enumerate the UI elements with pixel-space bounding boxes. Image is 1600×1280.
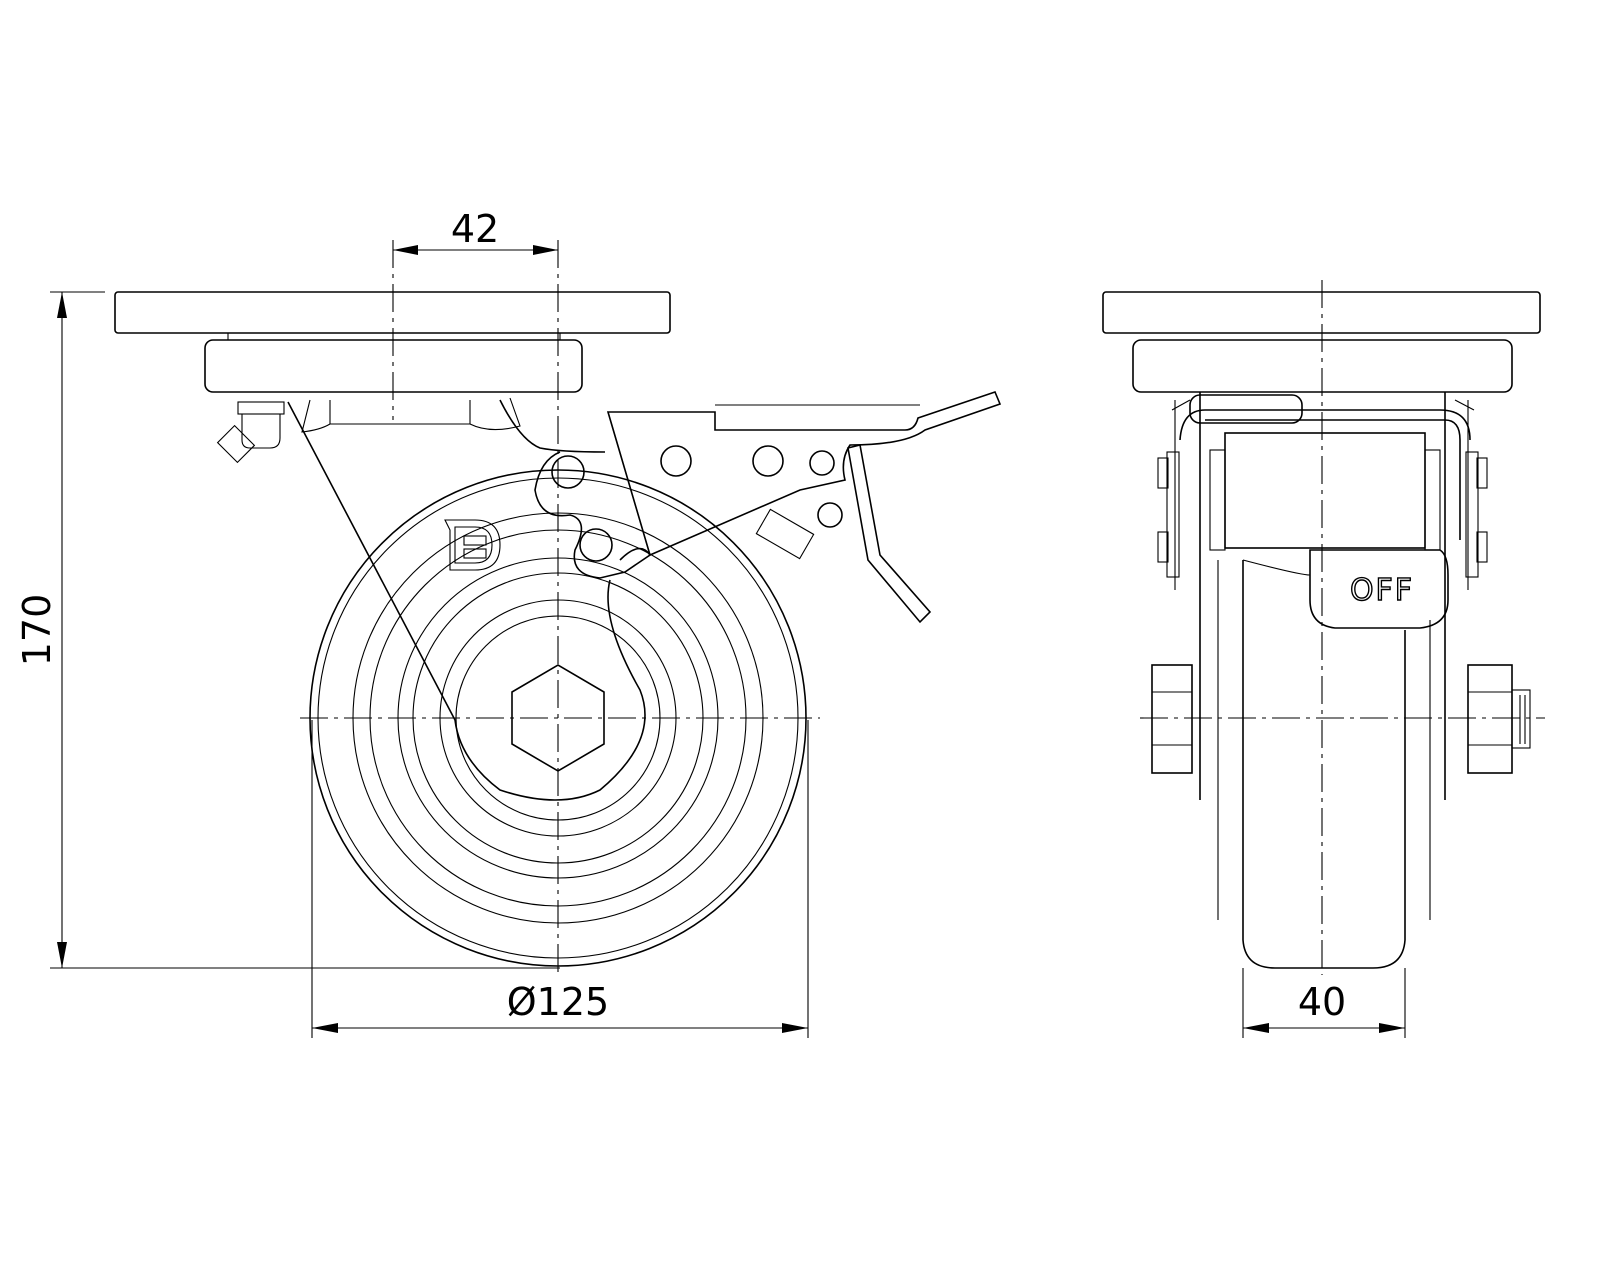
axle-nut bbox=[511, 664, 605, 772]
brake-pedal[interactable]: OFF bbox=[1309, 549, 1449, 629]
dimension-diameter: Ø125 bbox=[311, 720, 809, 1038]
dimension-label-width: 40 bbox=[1298, 980, 1346, 1024]
front-view: OFF 40 bbox=[1102, 280, 1545, 1038]
axle-nut-left bbox=[1151, 664, 1193, 774]
dimension-label-offset: 42 bbox=[451, 207, 499, 251]
fork bbox=[287, 397, 652, 801]
brake-state-label: OFF bbox=[1350, 573, 1414, 608]
dimension-width: 40 bbox=[1242, 968, 1406, 1038]
dimension-label-height: 170 bbox=[15, 594, 59, 667]
dimension-height: 170 bbox=[15, 291, 560, 969]
side-view: 42 170 Ø125 bbox=[15, 207, 1002, 1038]
brake-housing bbox=[1224, 432, 1426, 549]
dimension-offset: 42 bbox=[393, 207, 558, 255]
axle-nut-right bbox=[1467, 664, 1531, 774]
grease-nipple-icon bbox=[216, 401, 285, 464]
brake-lever bbox=[606, 391, 1002, 624]
wheel-front bbox=[1217, 559, 1431, 969]
dimension-label-diameter: Ø125 bbox=[507, 980, 609, 1024]
